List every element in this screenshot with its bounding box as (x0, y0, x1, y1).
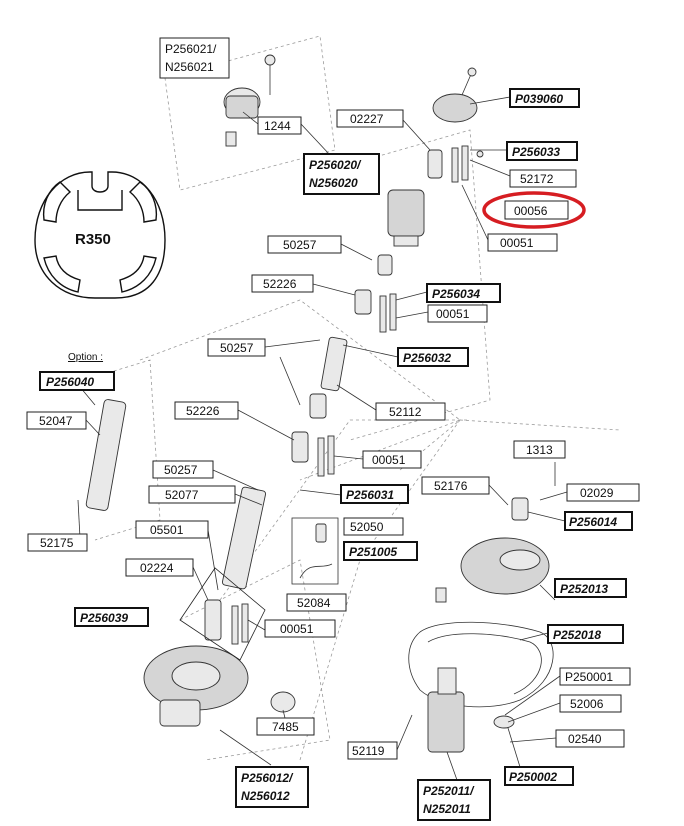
label-1313: 1313 (526, 443, 553, 457)
label-7485: 7485 (272, 720, 299, 734)
label-1244: 1244 (264, 119, 291, 133)
label-n256021: N256021 (165, 60, 214, 74)
label-p250001: P250001 (565, 670, 613, 684)
label-02227: 02227 (350, 112, 384, 126)
label-52084: 52084 (297, 596, 331, 610)
label-52175: 52175 (40, 536, 74, 550)
label-p256021: P256021/ (165, 42, 217, 56)
r350-label: R350 (75, 231, 111, 248)
label-p256020: P256020/ (309, 158, 362, 172)
label-52176: 52176 (434, 479, 468, 493)
label-02224: 02224 (140, 561, 174, 575)
label-p250002: P250002 (509, 770, 557, 784)
highlight-ring (482, 191, 586, 229)
label-p256032: P256032 (403, 351, 451, 365)
label-p256014: P256014 (569, 515, 617, 529)
label-52006: 52006 (570, 697, 604, 711)
label-50257-a: 50257 (283, 238, 317, 252)
label-p256040: P256040 (46, 375, 94, 389)
label-p039060: P039060 (515, 92, 563, 106)
label-p256033: P256033 (512, 145, 560, 159)
label-n252011: N252011 (423, 802, 471, 816)
label-52112: 52112 (389, 405, 422, 419)
label-52172: 52172 (520, 172, 554, 186)
label-p256039: P256039 (80, 611, 128, 625)
option-label: Option : (68, 352, 103, 363)
label-00051-c: 00051 (372, 453, 406, 467)
part-labels: P256021/ N256021 1244 P039060 02227 P256… (26, 37, 640, 821)
label-52050: 52050 (350, 520, 384, 534)
label-05501: 05501 (150, 523, 184, 537)
label-00051-d: 00051 (280, 622, 314, 636)
label-52226-a: 52226 (263, 277, 297, 291)
label-p252011: P252011/ (423, 784, 475, 798)
label-p252013: P252013 (560, 582, 608, 596)
label-p256012: P256012/ (241, 771, 294, 785)
label-00051-a: 00051 (500, 236, 534, 250)
label-00051-b: 00051 (436, 307, 470, 321)
label-52077: 52077 (165, 488, 199, 502)
label-p252018: P252018 (553, 628, 601, 642)
label-02540: 02540 (568, 732, 602, 746)
label-p256031: P256031 (346, 488, 394, 502)
label-50257-b: 50257 (220, 341, 254, 355)
r350-profile: R350 (34, 171, 166, 299)
label-p251005: P251005 (349, 545, 397, 559)
label-52119: 52119 (352, 744, 385, 758)
label-n256012: N256012 (241, 789, 290, 803)
part-drawings (85, 54, 556, 753)
label-p256034: P256034 (432, 287, 480, 301)
label-n256020: N256020 (309, 176, 358, 190)
label-00056: 00056 (514, 204, 548, 218)
label-52226-b: 52226 (186, 404, 220, 418)
label-52047: 52047 (39, 414, 73, 428)
label-50257-c: 50257 (164, 463, 198, 477)
label-02029: 02029 (580, 486, 614, 500)
leader-lines (77, 96, 568, 781)
